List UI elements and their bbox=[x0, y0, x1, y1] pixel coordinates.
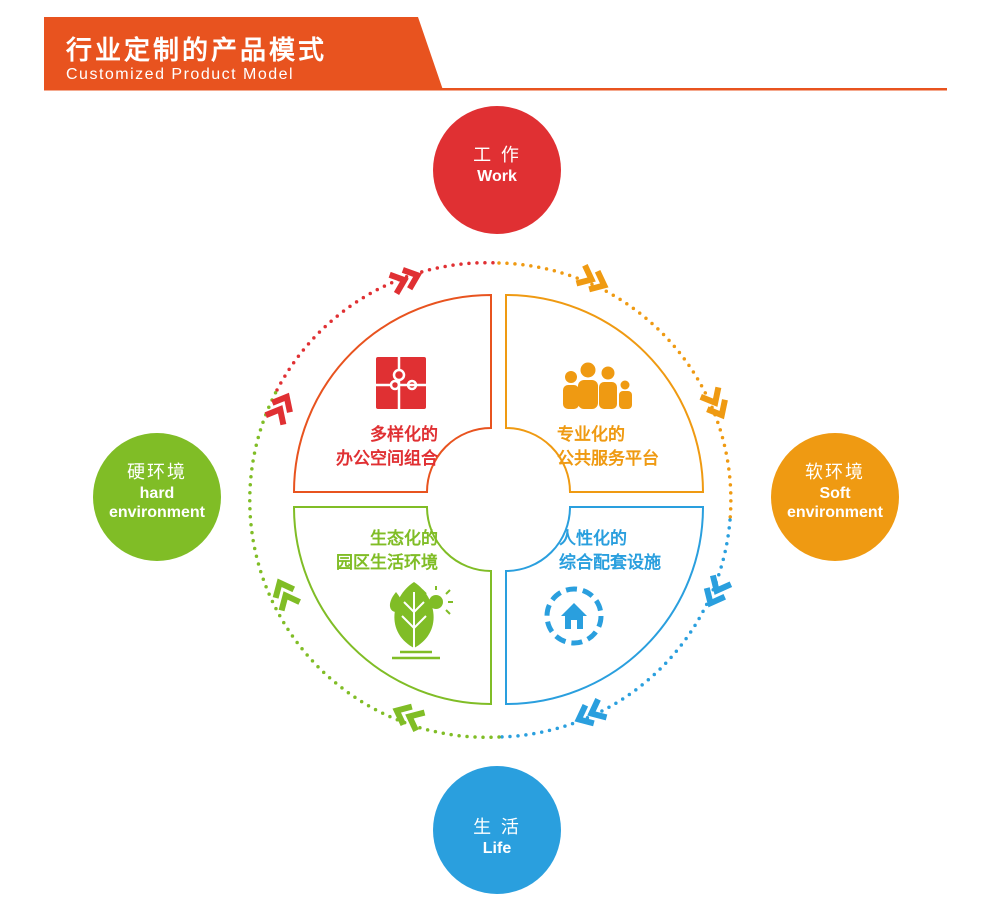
chevron-arrow-icon bbox=[575, 264, 609, 293]
puzzle-icon bbox=[376, 357, 426, 409]
soft-label-cn: 软环境 bbox=[805, 462, 865, 483]
quadrant-bottom-right-text: 人性化的 综合配套设施 bbox=[559, 527, 689, 575]
chevron-arrow-icon bbox=[272, 578, 301, 612]
soft-environment-node-label: 软环境 Soft environment bbox=[775, 462, 895, 522]
quadrant-bottom-left bbox=[292, 506, 492, 706]
ring-arc-orange bbox=[497, 261, 733, 522]
work-label-en: Work bbox=[477, 168, 517, 185]
chevron-arrow-icon bbox=[699, 386, 728, 420]
soft-label-en-line2: environment bbox=[786, 504, 883, 521]
chevron-arrow-icon bbox=[574, 698, 608, 727]
header-underline bbox=[44, 88, 947, 91]
quadrant-bottom-right-line1: 人性化的 bbox=[559, 529, 627, 549]
life-node-label: 生 活 Life bbox=[447, 817, 547, 858]
work-node-label: 工 作 Work bbox=[447, 145, 547, 186]
quadrant-top-left bbox=[292, 293, 492, 493]
people-icon bbox=[563, 362, 632, 409]
ring-arc-red bbox=[275, 260, 501, 392]
ring-arc-green bbox=[248, 388, 501, 740]
page-title: 行业定制的产品模式 bbox=[66, 36, 328, 66]
quadrant-top-left-line1: 多样化的 bbox=[370, 425, 438, 445]
quadrant-top-left-text: 多样化的 办公空间组合 bbox=[310, 423, 438, 471]
header-banner-shape bbox=[44, 17, 443, 90]
hard-environment-circle bbox=[93, 433, 221, 561]
quadrant-bottom-left-text: 生态化的 园区生活环境 bbox=[312, 527, 438, 575]
life-circle bbox=[433, 766, 561, 894]
chevron-arrow-icon bbox=[264, 392, 293, 426]
house-cycle-icon bbox=[544, 586, 604, 646]
quadrant-bottom-right-line2: 综合配套设施 bbox=[559, 553, 661, 573]
quadrant-bottom-right bbox=[505, 506, 705, 706]
quadrant-top-right bbox=[505, 293, 705, 493]
life-label-cn: 生 活 bbox=[473, 817, 521, 838]
soft-label-en-line1: Soft bbox=[819, 485, 851, 502]
hard-label-en-line1: hard bbox=[139, 485, 175, 502]
hard-environment-node-label: 硬环境 hard environment bbox=[97, 462, 217, 522]
ring-arc-blue bbox=[497, 518, 732, 739]
quadrant-top-right-text: 专业化的 公共服务平台 bbox=[557, 423, 687, 471]
quadrant-top-left-line2: 办公空间组合 bbox=[336, 449, 438, 469]
chevron-arrow-icon bbox=[703, 574, 733, 608]
quadrant-bottom-left-line2: 园区生活环境 bbox=[336, 553, 438, 573]
chevron-arrow-icon bbox=[388, 267, 422, 296]
quadrant-bottom-left-line1: 生态化的 bbox=[370, 529, 438, 549]
chevron-arrow-icon bbox=[392, 703, 426, 732]
page-subtitle: Customized Product Model bbox=[66, 66, 295, 83]
work-label-cn: 工 作 bbox=[473, 145, 521, 166]
hard-label-en-line2: environment bbox=[108, 504, 205, 521]
header-banner bbox=[44, 17, 947, 91]
work-circle bbox=[433, 106, 561, 234]
quadrant-top-right-line1: 专业化的 bbox=[557, 425, 625, 445]
quadrant-top-right-line2: 公共服务平台 bbox=[557, 449, 659, 469]
hard-label-cn: 硬环境 bbox=[127, 462, 187, 483]
soft-environment-circle bbox=[771, 433, 899, 561]
life-label-en: Life bbox=[482, 840, 512, 857]
leaf-icon bbox=[389, 582, 453, 660]
